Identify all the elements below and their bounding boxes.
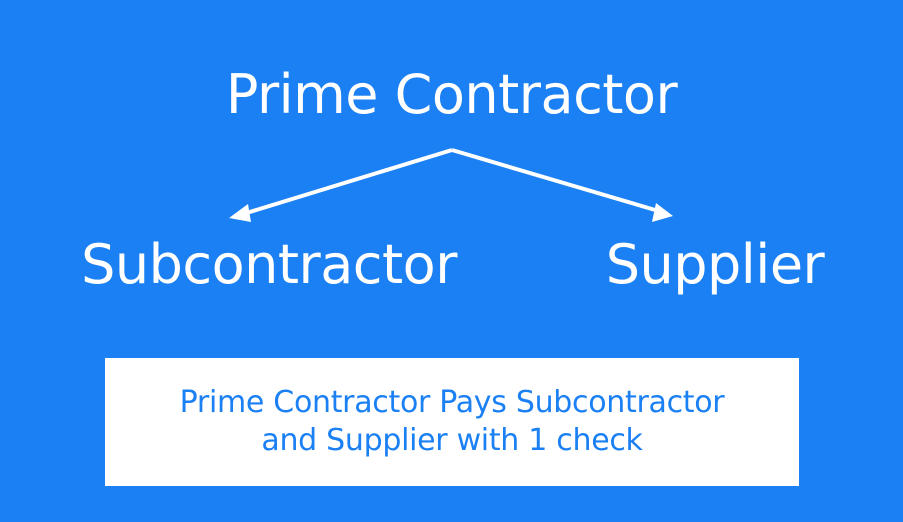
arrowhead-subcontractor [229,204,251,222]
node-prime-contractor: Prime Contractor [225,63,678,126]
note-line-2: and Supplier with 1 check [261,423,643,458]
payment-note-box: Prime Contractor Pays Subcontractor and … [105,358,799,486]
arrow-to-subcontractor [239,148,453,217]
arrow-to-supplier [451,148,663,214]
node-subcontractor: Subcontractor [81,233,457,296]
arrowhead-supplier [652,203,673,222]
note-line-1: Prime Contractor Pays Subcontractor [179,385,725,420]
node-supplier: Supplier [605,233,825,296]
